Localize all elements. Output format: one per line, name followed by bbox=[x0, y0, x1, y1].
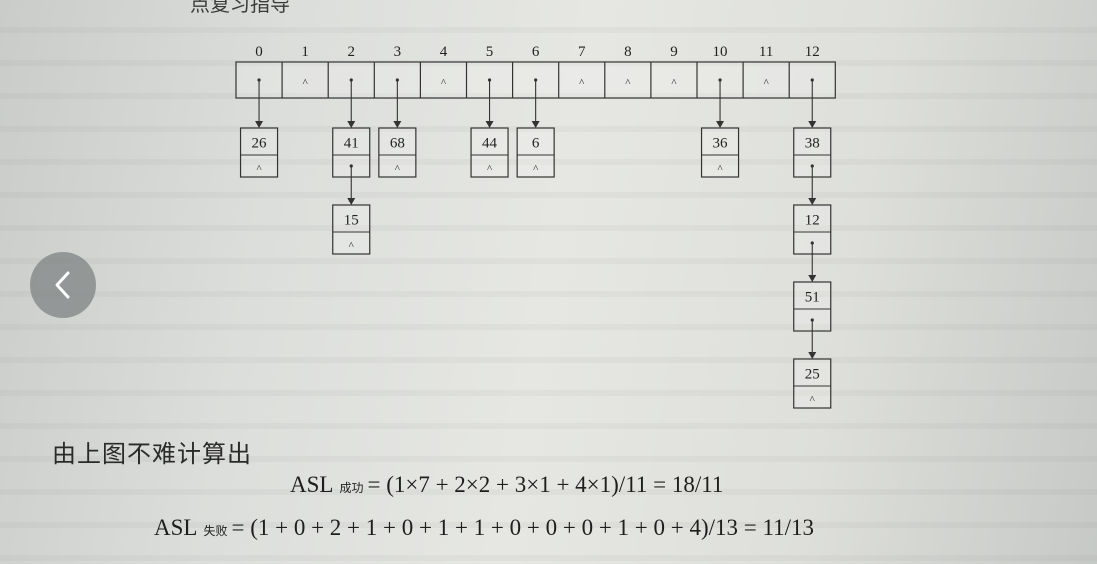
slot-index-label: 11 bbox=[759, 44, 773, 60]
arrow-head bbox=[808, 275, 817, 282]
asl-label: ASL bbox=[154, 515, 198, 540]
chain-node bbox=[378, 127, 417, 178]
node-key: 15 bbox=[344, 213, 359, 229]
null-pointer-mark: ^ bbox=[395, 163, 401, 175]
node-key: 51 bbox=[805, 290, 820, 306]
chain-node bbox=[516, 127, 555, 178]
null-pointer-mark: ^ bbox=[487, 163, 493, 175]
arrow-head bbox=[808, 121, 817, 128]
page-header-fragment: 点复习指导 bbox=[190, 0, 290, 16]
chain-node bbox=[332, 204, 371, 255]
arrow-head bbox=[485, 121, 494, 128]
null-pointer-mark: ^ bbox=[303, 77, 309, 89]
null-pointer-mark: ^ bbox=[764, 77, 770, 89]
node-key: 68 bbox=[390, 136, 405, 152]
slot-index-label: 0 bbox=[255, 44, 263, 60]
hash-table-diagram: 0 1 ^ 2 3 4 ^ 5 6 7 ^ 8 ^ 9 ^ 10 11 ^ 12 26 ^ 41 15 ^ 68 ^ 44 ^ 6 ^ 36… bbox=[235, 44, 836, 409]
asl-expression: = (1 + 0 + 2 + 1 + 0 + 1 + 1 + 0 + 0 + 0… bbox=[231, 515, 815, 540]
asl-success-formula: ASL 成功= (1×7 + 2×2 + 3×1 + 4×1)/11 = 18/1… bbox=[290, 472, 723, 498]
slot-index-label: 8 bbox=[624, 44, 632, 60]
chevron-left-icon bbox=[55, 271, 70, 299]
slot-index-label: 10 bbox=[713, 44, 728, 60]
node-key: 41 bbox=[344, 136, 359, 152]
node-key: 38 bbox=[805, 136, 820, 152]
asl-subscript: 成功 bbox=[339, 481, 364, 495]
slot-index-label: 1 bbox=[301, 44, 309, 60]
asl-fail-formula: ASL 失败= (1 + 0 + 2 + 1 + 0 + 1 + 1 + 0 + … bbox=[154, 515, 814, 541]
slot-index-label: 7 bbox=[578, 44, 586, 60]
slot-index-label: 4 bbox=[440, 44, 448, 60]
arrow-head bbox=[347, 121, 356, 128]
arrow-head bbox=[531, 121, 540, 128]
slot-index-label: 2 bbox=[348, 44, 356, 60]
back-button[interactable] bbox=[30, 252, 96, 318]
asl-label: ASL bbox=[290, 472, 334, 497]
chain-node bbox=[470, 127, 509, 178]
null-pointer-mark: ^ bbox=[717, 163, 723, 175]
null-pointer-mark: ^ bbox=[671, 77, 677, 89]
arrow-head bbox=[255, 121, 264, 128]
null-pointer-mark: ^ bbox=[349, 240, 355, 252]
null-pointer-mark: ^ bbox=[256, 163, 262, 175]
null-pointer-mark: ^ bbox=[625, 77, 631, 89]
slot-index-label: 12 bbox=[805, 44, 820, 60]
node-key: 36 bbox=[713, 136, 729, 152]
node-key: 26 bbox=[252, 136, 268, 152]
node-key: 12 bbox=[805, 213, 820, 229]
null-pointer-mark: ^ bbox=[579, 77, 585, 89]
arrow-head bbox=[347, 198, 356, 205]
null-pointer-mark: ^ bbox=[533, 163, 539, 175]
arrow-head bbox=[716, 121, 725, 128]
node-key: 6 bbox=[532, 136, 540, 152]
null-pointer-mark: ^ bbox=[810, 394, 816, 406]
asl-subscript: 失败 bbox=[203, 524, 228, 538]
chain-node bbox=[239, 127, 279, 178]
slot-index-label: 6 bbox=[532, 44, 540, 60]
slot-index-label: 9 bbox=[670, 44, 678, 60]
arrow-head bbox=[808, 198, 817, 205]
chain-node bbox=[793, 358, 832, 409]
arrow-head bbox=[808, 352, 817, 359]
arrow-head bbox=[393, 121, 402, 128]
asl-expression: = (1×7 + 2×2 + 3×1 + 4×1)/11 = 18/11 bbox=[367, 472, 724, 497]
slot-index-label: 5 bbox=[486, 44, 494, 60]
slot-index-label: 3 bbox=[394, 44, 402, 60]
chain-node bbox=[700, 127, 740, 178]
node-key: 25 bbox=[805, 367, 820, 383]
null-pointer-mark: ^ bbox=[441, 77, 447, 89]
node-key: 44 bbox=[482, 136, 498, 152]
caption-text: 由上图不难计算出 bbox=[52, 440, 252, 468]
